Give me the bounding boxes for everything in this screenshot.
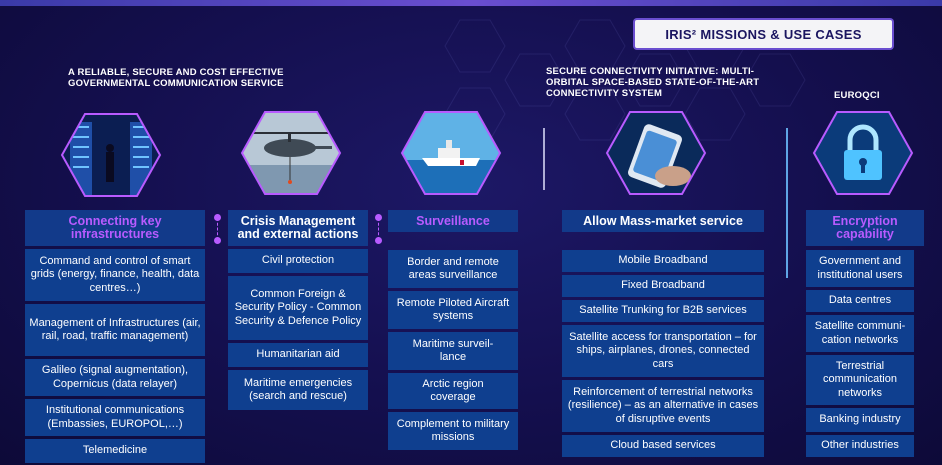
column-header-encryption: Encryption capability — [806, 210, 924, 246]
heading-governmental: A RELIABLE, SECURE AND COST EFFECTIVE GO… — [68, 67, 284, 89]
list-item: Cloud based services — [562, 435, 764, 457]
column-header-connecting-infrastructures: Connecting key infrastructures — [25, 210, 205, 246]
column-header-mass-market: Allow Mass-market service — [562, 210, 764, 232]
connector-dashed-line — [378, 218, 380, 240]
list-item: Fixed Broadband — [562, 275, 764, 297]
connector-dashed-line — [217, 218, 219, 240]
column-header-surveillance: Surveillance — [388, 210, 518, 232]
list-item: Data centres — [806, 290, 914, 312]
list-item: Government and institutional users — [806, 250, 914, 287]
list-item: Reinforcement of terrestrial networks (r… — [562, 380, 764, 432]
list-item: Other industries — [806, 435, 914, 457]
list-item: Institutional communications (Embassies,… — [25, 399, 205, 436]
helicopter-icon — [240, 111, 342, 195]
connector-dot — [375, 237, 382, 244]
list-item: Satellite Trunking for B2B services — [562, 300, 764, 322]
top-stripe — [0, 0, 942, 6]
column-header-crisis-management: Crisis Management and external actions — [228, 210, 368, 246]
list-item: Maritime surveil-lance — [388, 332, 518, 370]
list-item: Mobile Broadband — [562, 250, 764, 272]
list-item: Common Foreign & Security Policy - Commo… — [228, 276, 368, 340]
separator-line — [786, 128, 788, 278]
list-item: Civil protection — [228, 249, 368, 273]
list-item: Satellite communi-cation networks — [806, 315, 914, 352]
list-item: Management of Infrastructures (air, rail… — [25, 304, 205, 356]
list-item: Complement to military missions — [388, 412, 518, 450]
page-title: IRIS² MISSIONS & USE CASES — [635, 20, 892, 48]
server-room-icon — [60, 113, 162, 197]
list-item: Border and remote areas surveillance — [388, 250, 518, 288]
list-item: Satellite access for transportation – fo… — [562, 325, 764, 377]
separator-line — [543, 128, 545, 190]
connector-dot — [214, 237, 221, 244]
list-item: Command and control of smart grids (ener… — [25, 249, 205, 301]
smartphone-icon — [605, 111, 707, 195]
heading-secure-connectivity: SECURE CONNECTIVITY INITIATIVE: MULTI-OR… — [546, 66, 760, 99]
list-item: Telemedicine — [25, 439, 205, 463]
list-item: Banking industry — [806, 408, 914, 432]
list-item: Maritime emergencies (search and rescue) — [228, 370, 368, 410]
list-item: Humanitarian aid — [228, 343, 368, 367]
patrol-ship-icon — [400, 111, 502, 195]
list-item: Galileo (signal augmentation), Copernicu… — [25, 359, 205, 396]
list-item: Arctic region coverage — [388, 373, 518, 409]
padlock-icon — [812, 111, 914, 195]
list-item: Remote Piloted Aircraft systems — [388, 291, 518, 329]
connector-dot — [375, 214, 382, 221]
list-item: Terrestrial communication networks — [806, 355, 914, 405]
heading-euroqci: EUROQCI — [834, 90, 880, 101]
connector-dot — [214, 214, 221, 221]
